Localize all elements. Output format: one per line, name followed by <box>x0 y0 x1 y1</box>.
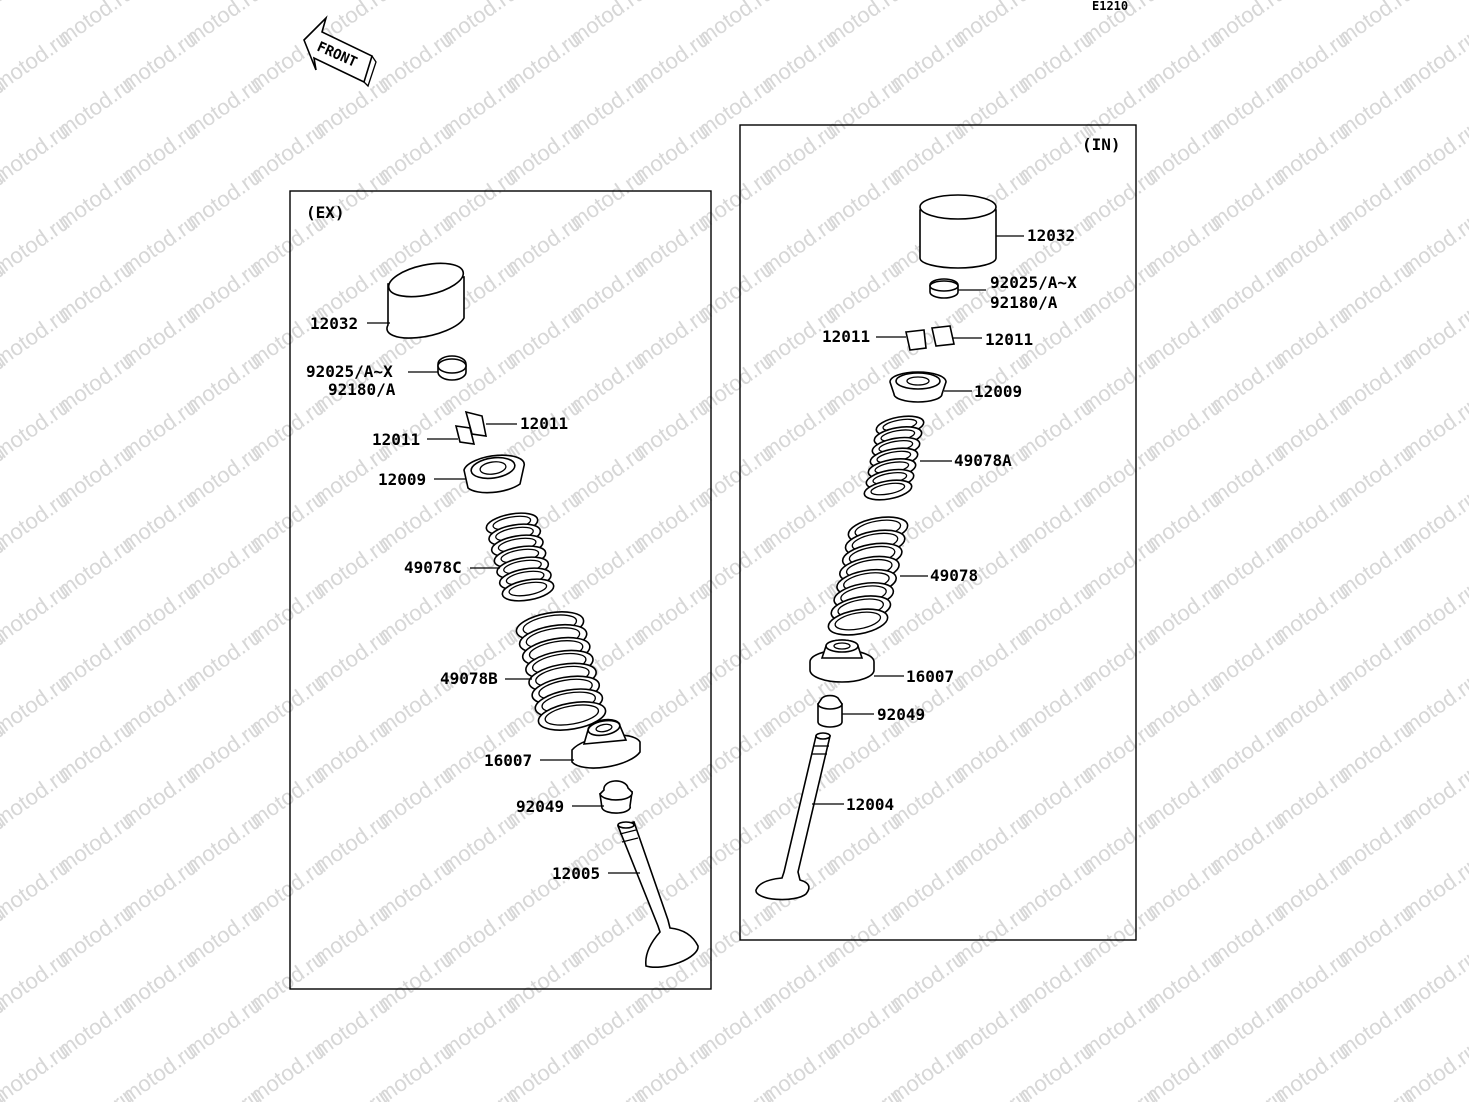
ex-outer-spring-part <box>515 611 607 731</box>
front-arrow-icon: FRONT <box>303 15 377 88</box>
in-label-cotter-right: 12011 <box>985 330 1033 349</box>
ex-label-shim-1: 92025/A~X <box>306 362 393 381</box>
intake-panel-title: (IN) <box>1082 135 1121 154</box>
ex-tappet-part <box>386 262 465 339</box>
ex-label-tappet: 12032 <box>310 314 358 333</box>
in-label-spring-seat: 16007 <box>906 667 954 686</box>
ex-label-stem-seal: 92049 <box>516 797 564 816</box>
watermark-text: motod.ru <box>1333 1084 1418 1102</box>
watermark-text: motod.ru <box>181 1084 266 1102</box>
intake-panel-frame <box>739 124 1137 941</box>
in-label-retainer: 12009 <box>974 382 1022 401</box>
ex-label-retainer: 12009 <box>378 470 426 489</box>
in-outer-spring-part <box>827 516 909 636</box>
ex-label-valve: 12005 <box>552 864 600 883</box>
exhaust-panel: (EX) 12032 92025/A~X 92180/A 12011 12011 <box>289 190 712 990</box>
in-shim-part <box>929 278 959 299</box>
watermark-text: motod.ru <box>53 1084 138 1102</box>
watermark-text: motod.ru <box>0 946 74 1016</box>
ex-retainer-part <box>463 454 526 494</box>
watermark-text: motod.ru <box>309 1084 394 1102</box>
ex-valve-part <box>616 821 699 969</box>
in-label-cotter-left: 12011 <box>822 327 870 346</box>
diagram-code: E1210 <box>1092 0 1128 13</box>
in-valve-part <box>755 732 832 901</box>
in-inner-spring-part <box>863 415 925 501</box>
ex-label-shim-2: 92180/A <box>328 380 396 399</box>
in-cotter-part <box>905 325 955 351</box>
watermark-text: motod.ru <box>0 0 74 4</box>
watermark-text: motod.ru <box>693 1084 778 1102</box>
ex-label-cotter-left: 12011 <box>372 430 420 449</box>
in-label-tappet: 12032 <box>1027 226 1075 245</box>
watermark-text: motod.ru <box>1461 1084 1469 1102</box>
watermark-text: motod.ru <box>0 762 74 832</box>
ex-shim-part <box>437 355 467 381</box>
ex-label-cotter-right: 12011 <box>520 414 568 433</box>
in-label-valve: 12004 <box>846 795 894 814</box>
ex-stem-seal-part <box>599 780 633 814</box>
watermark-text: motod.ru <box>0 118 74 188</box>
watermark-text: motod.ru <box>1205 1084 1290 1102</box>
ex-label-inner-spring: 49078C <box>404 558 462 577</box>
ex-inner-spring-part <box>485 512 555 602</box>
watermark-text: motod.ru <box>949 1084 1034 1102</box>
watermark-text: motod.ru <box>0 670 74 740</box>
ex-spring-seat-part <box>571 718 641 769</box>
in-label-stem-seal: 92049 <box>877 705 925 724</box>
watermark-text: motod.ru <box>0 486 74 556</box>
watermark-text: motod.ru <box>0 26 74 96</box>
in-tappet-part <box>919 194 997 269</box>
in-retainer-part <box>889 371 947 403</box>
ex-cotter-part <box>454 410 488 445</box>
intake-panel: (IN) 12032 92025/A~X 92180/A 12011 12011 <box>739 124 1137 941</box>
in-stem-seal-part <box>817 694 843 728</box>
in-label-shim-1: 92025/A~X <box>990 273 1077 292</box>
watermark-text: motod.ru <box>0 1038 74 1102</box>
exhaust-panel-title: (EX) <box>306 203 345 222</box>
in-label-inner-spring: 49078A <box>954 451 1012 470</box>
watermark-text: motod.ru <box>0 578 74 648</box>
watermark-text: motod.ru <box>0 394 74 464</box>
watermark-text: motod.ru <box>0 210 74 280</box>
watermark-text: motod.ru <box>821 1084 906 1102</box>
watermark-text: motod.ru <box>0 854 74 924</box>
watermark-text: motod.ru <box>0 302 74 372</box>
watermark-text: motod.ru <box>565 1084 650 1102</box>
watermark-text: motod.ru <box>437 1084 522 1102</box>
in-label-outer-spring: 49078 <box>930 566 978 585</box>
watermark-text: motod.ru <box>1077 1084 1162 1102</box>
exhaust-panel-frame <box>289 190 712 990</box>
in-spring-seat-part <box>809 639 875 683</box>
ex-label-spring-seat: 16007 <box>484 751 532 770</box>
watermark-text: motod.ru <box>0 0 10 50</box>
ex-label-outer-spring: 49078B <box>440 669 498 688</box>
in-label-shim-2: 92180/A <box>990 293 1058 312</box>
